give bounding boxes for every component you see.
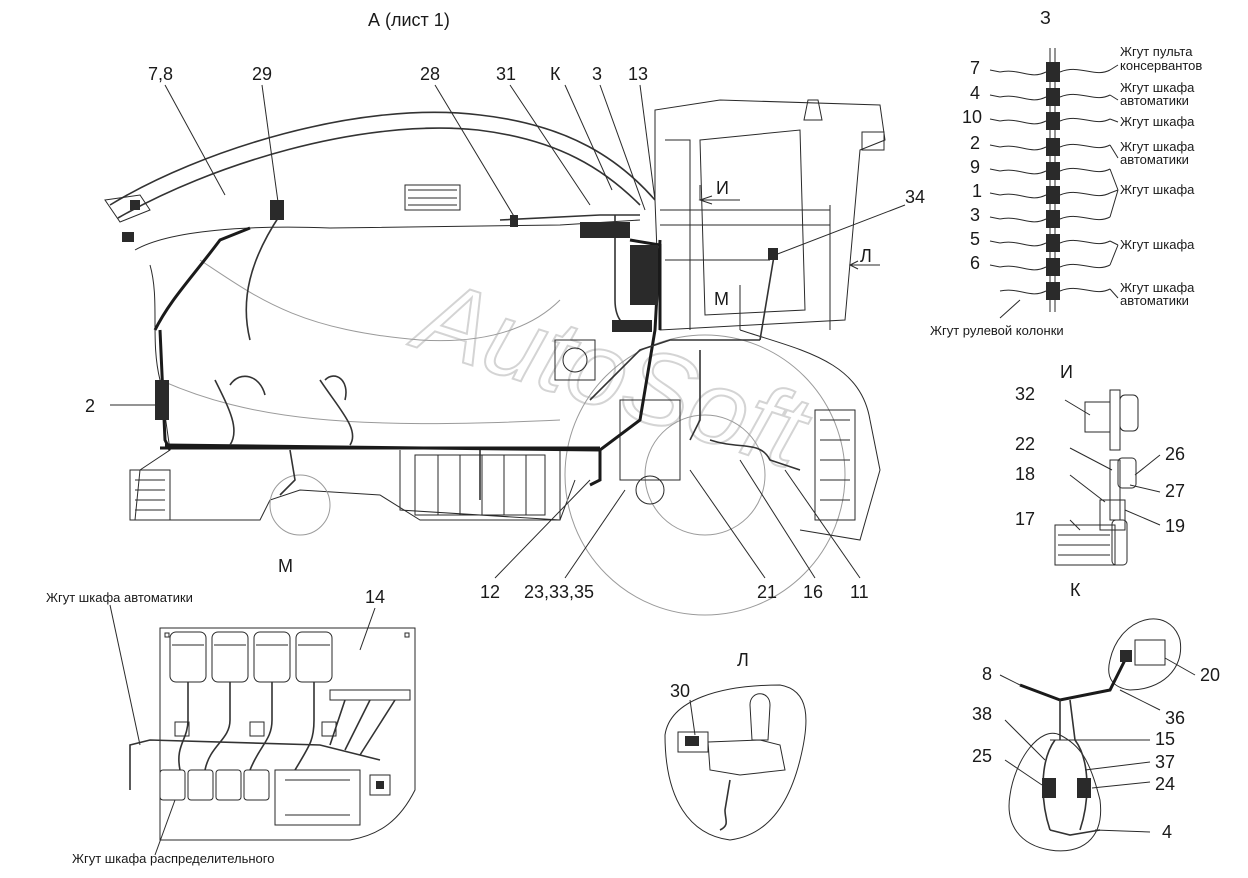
z-wires	[989, 68, 1111, 319]
z-number-7: 7	[970, 58, 980, 78]
z-label-automation-1a: Жгут шкафа	[1120, 80, 1195, 95]
view-z: З 7 4	[930, 8, 1202, 338]
z-label-cabinet-2: Жгут шкафа	[1120, 182, 1195, 197]
m-label-distribution: Жгут шкафа распределительного	[72, 851, 274, 866]
callout-3: 3	[592, 64, 602, 84]
view-k-title: К	[1070, 580, 1081, 600]
view-m: М	[46, 556, 416, 866]
main-harness	[122, 200, 801, 500]
view-z-title: З	[1040, 8, 1051, 28]
i-number-19: 19	[1165, 516, 1185, 536]
k-number-37: 37	[1155, 752, 1175, 772]
z-label-cabinet-1: Жгут шкафа	[1120, 114, 1195, 129]
harvester-outline	[104, 99, 886, 616]
k-number-15: 15	[1155, 729, 1175, 749]
callout-13: 13	[628, 64, 648, 84]
z-label-steering-column: Жгут рулевой колонки	[930, 323, 1064, 338]
z-label-automation-2b: автоматики	[1120, 152, 1189, 167]
callout-28: 28	[420, 64, 440, 84]
z-label-preservatives-2: консервантов	[1120, 58, 1202, 73]
k-number-25: 25	[972, 746, 992, 766]
view-i-title: И	[1060, 362, 1073, 382]
m-label-automation: Жгут шкафа автоматики	[46, 590, 193, 605]
callout-7-8: 7,8	[148, 64, 173, 84]
m-number-14: 14	[365, 587, 385, 607]
z-number-2: 2	[970, 133, 980, 153]
view-l-title: Л	[737, 650, 749, 670]
view-i: И 32 22 26 18 27 19 17	[1015, 362, 1185, 566]
i-number-22: 22	[1015, 434, 1035, 454]
view-l: Л 30	[664, 650, 807, 841]
z-label-cabinet-3: Жгут шкафа	[1120, 237, 1195, 252]
callout-2: 2	[85, 396, 95, 416]
callout-29: 29	[252, 64, 272, 84]
callout-16: 16	[803, 582, 823, 602]
callout-12: 12	[480, 582, 500, 602]
z-label-automation-3b: автоматики	[1120, 293, 1189, 308]
callout-21: 21	[757, 582, 777, 602]
callout-m: М	[714, 289, 729, 309]
main-leaders	[110, 84, 906, 579]
watermark: AutoSoft	[399, 256, 824, 493]
z-number-1: 1	[972, 181, 982, 201]
callout-l: Л	[860, 246, 872, 266]
z-number-5: 5	[970, 229, 980, 249]
main-view-a: А (лист 1)	[85, 10, 925, 616]
k-number-24: 24	[1155, 774, 1175, 794]
i-number-27: 27	[1165, 481, 1185, 501]
l-number-30: 30	[670, 681, 690, 701]
z-label-automation-1b: автоматики	[1120, 93, 1189, 108]
k-number-36: 36	[1165, 708, 1185, 728]
z-number-4: 4	[970, 83, 980, 103]
i-number-17: 17	[1015, 509, 1035, 529]
k-number-20: 20	[1200, 665, 1220, 685]
z-label-preservatives-1: Жгут пульта	[1120, 44, 1193, 59]
view-m-title: М	[278, 556, 293, 576]
view-k: К 8 20 36 38 15 25 37 24 4	[972, 580, 1220, 852]
m-plugs	[169, 631, 333, 771]
i-number-18: 18	[1015, 464, 1035, 484]
z-number-9: 9	[970, 157, 980, 177]
callout-11: 11	[850, 582, 869, 602]
i-number-26: 26	[1165, 444, 1185, 464]
z-label-automation-2a: Жгут шкафа	[1120, 139, 1195, 154]
k-number-38: 38	[972, 704, 992, 724]
z-label-automation-3a: Жгут шкафа	[1120, 280, 1195, 295]
i-number-32: 32	[1015, 384, 1035, 404]
callout-k: К	[550, 64, 561, 84]
z-number-3: 3	[970, 205, 980, 225]
z-number-6: 6	[970, 253, 980, 273]
z-number-10: 10	[962, 107, 982, 127]
z-connectors	[1046, 62, 1060, 300]
callout-31: 31	[496, 64, 516, 84]
k-number-8: 8	[982, 664, 992, 684]
callout-23-33-35: 23,33,35	[524, 582, 594, 602]
callout-i: И	[716, 178, 729, 198]
callout-34: 34	[905, 187, 925, 207]
view-a-title: А (лист 1)	[368, 10, 450, 30]
k-number-4: 4	[1162, 822, 1172, 842]
